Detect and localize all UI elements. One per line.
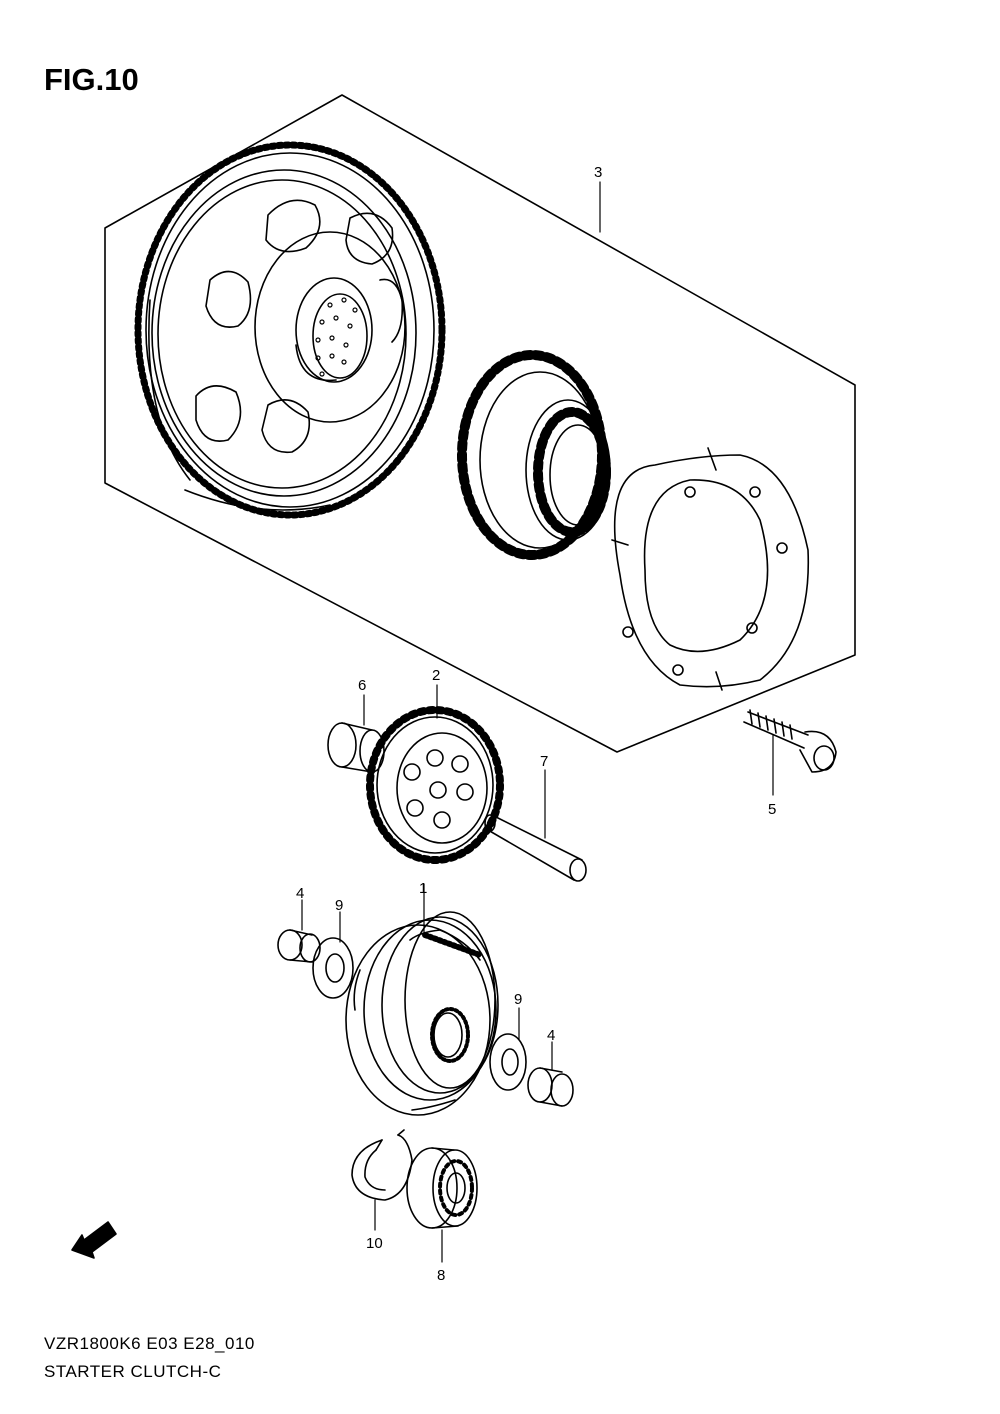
idle-gear — [366, 706, 504, 864]
callout-2: 2 — [432, 667, 440, 684]
bushing-4-left — [277, 929, 321, 963]
washer-9-right — [489, 1033, 527, 1091]
callout-6: 6 — [358, 677, 366, 694]
clutch-housing — [345, 911, 499, 1116]
diagram-code: VZR1800K6 E03 E28_010 — [44, 1334, 255, 1353]
callout-1: 1 — [419, 880, 427, 897]
callout-10: 10 — [366, 1235, 383, 1252]
callout-7: 7 — [540, 753, 548, 770]
split-ring — [611, 447, 810, 691]
bolt-5 — [743, 709, 837, 773]
fwd-arrow-icon — [71, 1221, 117, 1259]
figure-title: FIG.10 — [44, 62, 139, 97]
callout-9-right: 9 — [514, 991, 522, 1008]
leader-lines — [301, 181, 774, 1263]
large-gear — [134, 141, 446, 519]
callout-8: 8 — [437, 1267, 445, 1284]
callout-4-right: 4 — [547, 1027, 555, 1044]
one-way-clutch — [457, 350, 611, 560]
callout-9-left: 9 — [335, 897, 343, 914]
washer-9-left — [312, 937, 354, 999]
bearing-8 — [406, 1147, 478, 1229]
callout-5: 5 — [768, 801, 776, 818]
callout-3: 3 — [594, 164, 602, 181]
diagram-name: STARTER CLUTCH-C — [44, 1362, 222, 1381]
bushing-4-right — [527, 1067, 574, 1107]
assembly-outline — [104, 94, 856, 753]
shaft-7 — [484, 814, 587, 882]
circlip-10 — [351, 1129, 413, 1201]
callout-4-left: 4 — [296, 885, 304, 902]
callout-labels: 3 2 6 7 5 1 4 9 9 4 10 8 — [296, 164, 776, 1284]
